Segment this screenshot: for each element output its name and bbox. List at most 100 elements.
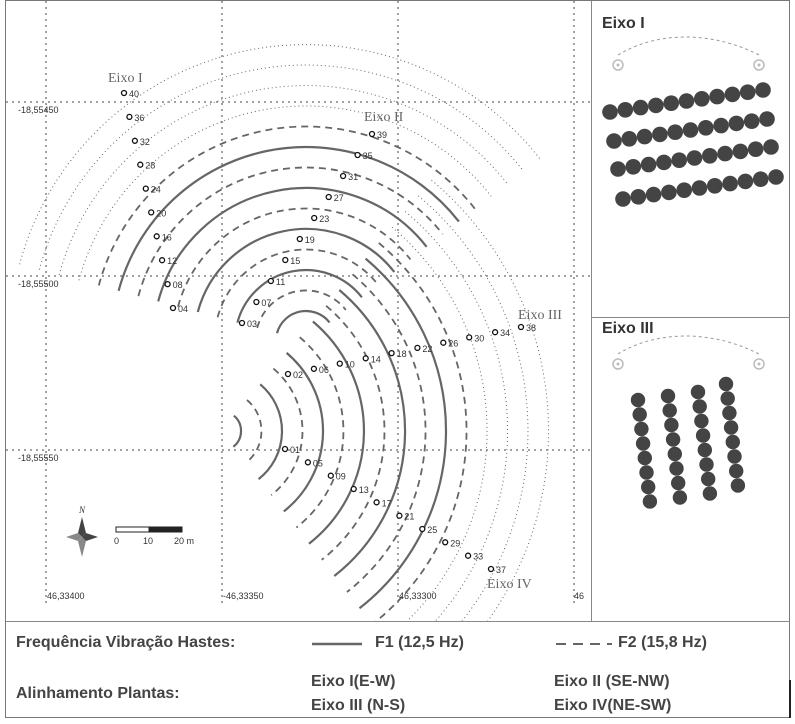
svg-text:18: 18 — [397, 349, 407, 359]
legend-eixo-4: Eixo IV(NE-SW) — [554, 697, 672, 714]
upper-fan-ring-13 — [38, 64, 524, 270]
lower-fan-ring-4 — [270, 367, 304, 496]
upper-fan-ring-14 — [19, 44, 540, 265]
lower-fan-ring-16 — [431, 179, 550, 621]
svg-text:05: 05 — [313, 458, 323, 468]
svg-text:01: 01 — [290, 445, 300, 455]
inset-3-column-2 — [660, 388, 688, 505]
eixo-2-point-23: 23 — [311, 214, 329, 224]
inset-title-eixo-3: Eixo III — [602, 320, 654, 337]
eixo-2-point-15: 15 — [282, 256, 300, 266]
svg-text:04: 04 — [178, 304, 188, 314]
svg-text:33: 33 — [473, 552, 483, 562]
svg-text:31: 31 — [348, 172, 358, 182]
eixo-3-point-10: 10 — [336, 360, 355, 370]
svg-text:39: 39 — [377, 130, 387, 140]
eixo-4-point-25: 25 — [419, 525, 437, 535]
axis-label-eixo-2: Eixo II — [364, 110, 404, 125]
legend-eixo-3: Eixo III (N-S) — [311, 697, 406, 714]
axis-label-eixo-3: Eixo III — [518, 308, 562, 323]
inset-1-row-1 — [602, 82, 771, 120]
eixo-2-point-11: 11 — [267, 277, 285, 287]
svg-text:23: 23 — [319, 214, 329, 224]
eixo-2-point-27: 27 — [325, 193, 344, 203]
svg-text:30: 30 — [474, 333, 484, 343]
lat-label-3: -18,55550 — [18, 453, 59, 463]
legend-eixo-1: Eixo I(E-W) — [311, 673, 396, 690]
north-arrow: N — [66, 505, 98, 557]
lower-fan-ring-1 — [232, 414, 243, 448]
legend-f2-line — [556, 643, 612, 645]
eixo-3-point-26: 26 — [440, 339, 458, 349]
eixo-1-point-36: 36 — [126, 113, 144, 123]
svg-text:29: 29 — [450, 538, 460, 548]
eixo-3-point-02: 02 — [284, 370, 303, 380]
upper-fan-ring-3 — [236, 268, 363, 323]
svg-text:25: 25 — [427, 525, 437, 535]
legend-f1-line — [312, 642, 362, 646]
legend-f2-text: F2 (15,8 Hz) — [618, 634, 707, 651]
axis-label-eixo-4: Eixo IV — [487, 577, 532, 592]
coordinate-grid — [6, 1, 591, 605]
lat-label-2: -18,55500 — [18, 279, 59, 289]
svg-text:40: 40 — [129, 89, 139, 99]
legend-frequency-label: Frequência Vibração Hastes: — [16, 634, 236, 651]
eixo-3-point-34: 34 — [491, 328, 510, 338]
eixo-1-point-28: 28 — [137, 161, 155, 171]
lat-label-1: -18,55450 — [18, 105, 59, 115]
svg-text:34: 34 — [500, 328, 510, 338]
svg-text:02: 02 — [293, 370, 303, 380]
svg-text:22: 22 — [422, 344, 432, 354]
inset-3-column-4 — [718, 376, 746, 493]
lower-fan-ring-11 — [358, 257, 448, 610]
scale-label-0: 0 — [114, 536, 119, 546]
lower-fan-ring-12 — [374, 242, 468, 621]
eixo-4-point-21: 21 — [396, 512, 414, 522]
legend-f1-text: F1 (12,5 Hz) — [375, 634, 464, 651]
upper-fan-ring-4 — [216, 248, 379, 318]
svg-text:28: 28 — [145, 161, 155, 171]
lower-fan-ring-2 — [245, 399, 263, 464]
eixo-2-point-03: 03 — [238, 319, 257, 329]
lon-label-4: 46 — [574, 591, 584, 601]
svg-text:15: 15 — [290, 256, 300, 266]
svg-text:14: 14 — [371, 354, 381, 364]
eixo-1-point-20: 20 — [148, 208, 166, 218]
svg-text:19: 19 — [305, 235, 315, 245]
lower-fan-ring-5 — [283, 352, 325, 513]
legend-alignment-label: Alinhamento Plantas: — [16, 685, 180, 702]
scale-bar: 0 10 20 m — [114, 526, 194, 546]
inset-1-row-4 — [615, 169, 784, 207]
eixo-2-point-35: 35 — [354, 151, 373, 161]
lower-fan-ring-6 — [295, 336, 345, 529]
lower-fan-ring-14 — [404, 211, 509, 621]
inset-1-row-3 — [610, 139, 779, 177]
upper-fan-ring-7 — [157, 186, 428, 302]
eixo-1-point-24: 24 — [142, 185, 161, 195]
scale-label-10: 10 — [143, 536, 153, 546]
sample-points: 4036322824201612080439353127231915110703… — [120, 89, 536, 575]
eixo-2-point-39: 39 — [368, 130, 387, 140]
figure-frame — [5, 0, 790, 718]
lower-fan-ring-3 — [257, 383, 284, 480]
eixo-2-point-31: 31 — [339, 172, 358, 182]
svg-text:24: 24 — [151, 185, 161, 195]
eixo-1-point-04: 04 — [169, 304, 188, 314]
svg-text:10: 10 — [345, 360, 355, 370]
svg-text:06: 06 — [319, 365, 329, 375]
eixo-3-point-30: 30 — [466, 333, 484, 343]
inset-title-eixo-1: Eixo I — [602, 15, 645, 32]
svg-text:26: 26 — [448, 339, 458, 349]
eixo-1-point-12: 12 — [158, 256, 177, 266]
lon-label-1: 46,33400 — [47, 591, 85, 601]
svg-text:37: 37 — [496, 565, 506, 575]
eixo-1-point-32: 32 — [131, 137, 150, 147]
eixo-4-point-05: 05 — [304, 458, 323, 468]
svg-text:36: 36 — [134, 113, 144, 123]
svg-text:17: 17 — [382, 498, 392, 508]
lower-fan-ring-9 — [333, 289, 407, 577]
legend-eixo-2: Eixo II (SE-NW) — [554, 673, 670, 690]
lower-fan-ring-15 — [417, 195, 529, 621]
svg-text:35: 35 — [363, 151, 373, 161]
svg-text:13: 13 — [359, 485, 369, 495]
